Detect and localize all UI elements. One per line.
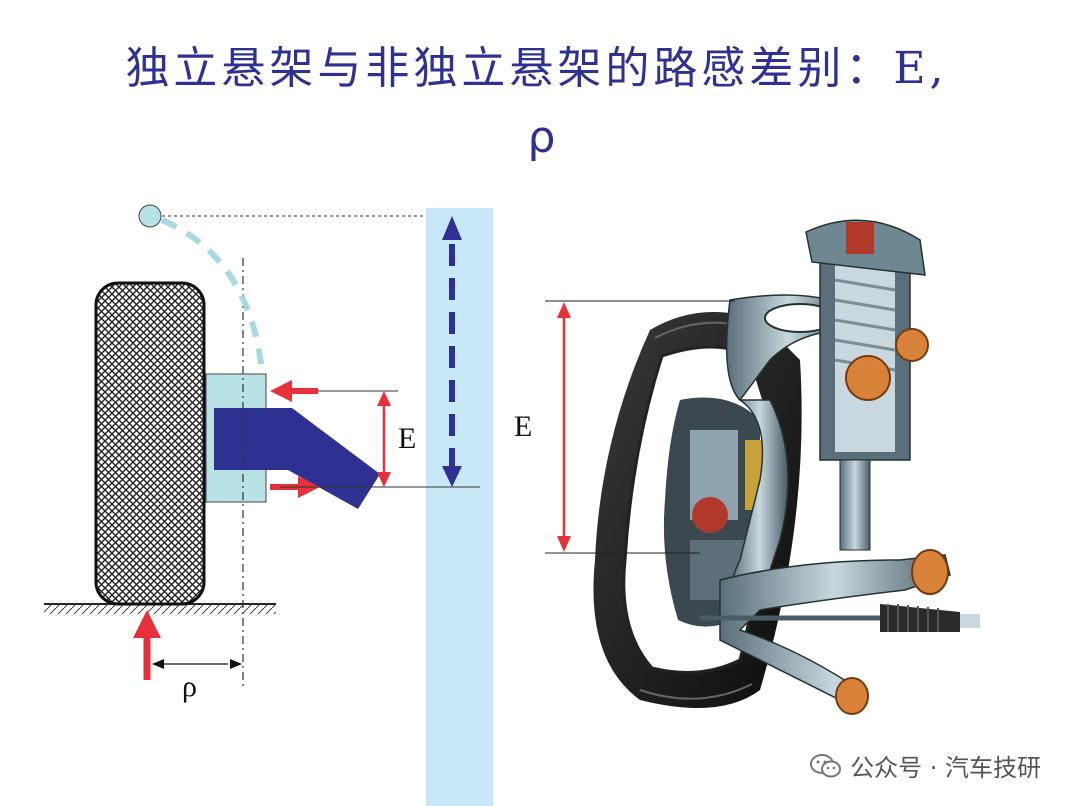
dimension-E-right xyxy=(557,302,571,552)
wechat-icon xyxy=(810,753,842,779)
travel-arrow xyxy=(442,216,462,487)
pivot-point xyxy=(138,204,162,228)
watermark: 公众号 · 汽车技研 xyxy=(810,748,1041,783)
label-E-left: E xyxy=(398,422,416,455)
force-arrow-upper xyxy=(270,380,318,402)
dimension-rho xyxy=(152,659,242,669)
page-title: 独立悬架与非独立悬架的路感差别：E, xyxy=(125,43,948,94)
travel-band xyxy=(426,208,493,806)
page-title-rho: ρ xyxy=(527,112,556,163)
trajectory-arc xyxy=(160,217,265,373)
suspension-illustration xyxy=(555,215,998,735)
label-E-right: E xyxy=(514,410,532,443)
axle-arm xyxy=(214,408,380,509)
watermark-text: 公众号 · 汽车技研 xyxy=(850,754,1041,782)
force-arrow-ground xyxy=(133,610,161,680)
tyre xyxy=(94,281,206,606)
dimension-E-left xyxy=(377,391,391,487)
label-rho: ρ xyxy=(182,670,197,703)
